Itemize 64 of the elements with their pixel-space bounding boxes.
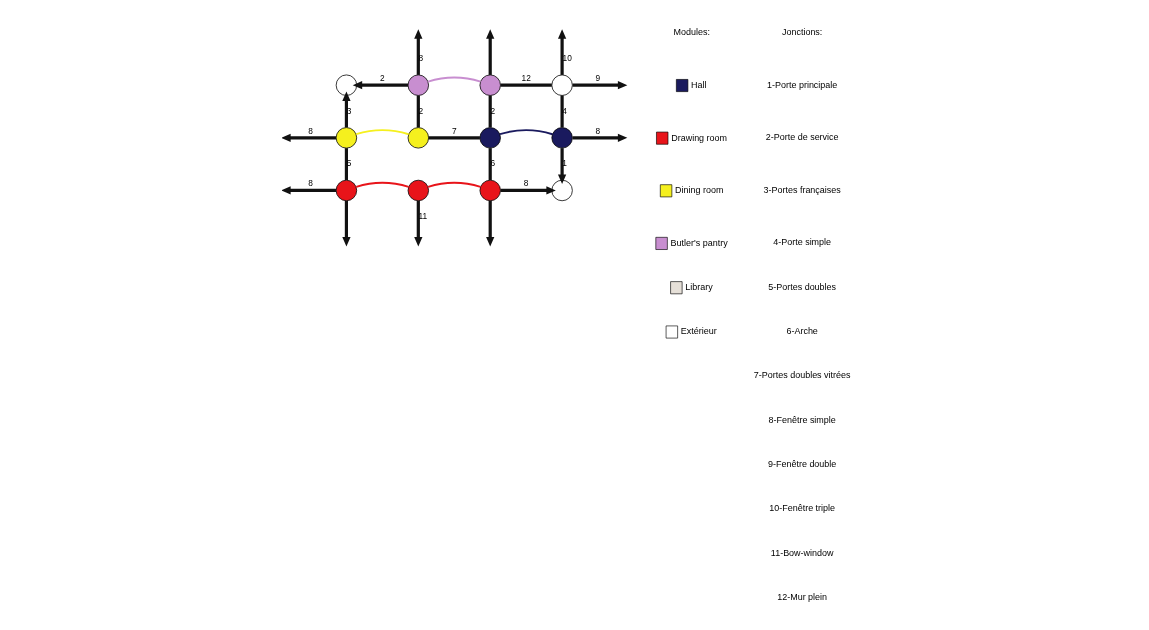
edge-label: 2	[380, 72, 385, 83]
node-circle	[335, 74, 358, 96]
node-circle	[479, 179, 501, 202]
connector	[488, 95, 492, 128]
label: 2-Porte de service	[765, 132, 839, 143]
edge-label: 7	[451, 125, 457, 136]
connector	[488, 148, 492, 181]
node-circle	[407, 127, 429, 149]
label: 3-Portes françaises	[763, 184, 841, 195]
node-circle	[551, 74, 573, 96]
node-circle	[407, 179, 429, 202]
node-circle	[335, 127, 358, 149]
connector	[427, 76, 482, 83]
label: 6-Arche	[786, 326, 818, 337]
connector	[427, 181, 482, 188]
edge-label: 4	[562, 105, 567, 116]
legend-label: Butler's pantry	[670, 237, 728, 248]
connector	[355, 129, 410, 136]
connector	[355, 181, 410, 188]
legend-label: Library	[685, 282, 713, 293]
legend-label: Extérieur	[680, 326, 717, 337]
edge-label: 3	[346, 105, 352, 116]
node-circle	[551, 127, 573, 149]
edge-label: 12	[521, 72, 531, 83]
label: 12-Mur plein	[777, 591, 828, 602]
edge-label: 8	[308, 125, 313, 136]
node-circle	[551, 179, 573, 202]
connector	[344, 148, 349, 181]
edge-label: 2	[418, 105, 424, 116]
connector	[428, 136, 480, 140]
edge-label: 1	[562, 158, 567, 169]
label: 11-Bow-window	[770, 547, 834, 558]
label: Modules:	[673, 26, 710, 37]
edge-label: 8	[418, 53, 424, 64]
edge-label: 6	[490, 158, 496, 169]
edge-label: 2	[490, 105, 496, 116]
edge-label: 8	[523, 178, 529, 189]
node-circle	[479, 74, 501, 96]
label: 8-Fenêtre simple	[768, 414, 836, 425]
node-circle	[335, 179, 358, 202]
connector	[560, 95, 564, 128]
arrow	[557, 148, 567, 185]
arrow	[352, 81, 409, 90]
arrow	[342, 91, 351, 128]
node-circle	[479, 127, 501, 149]
connector	[500, 83, 552, 87]
label: 4-Porte simple	[773, 237, 832, 248]
arrow	[500, 186, 556, 195]
edge-label: 5	[346, 158, 352, 169]
legend-label: Drawing room	[671, 132, 728, 143]
node-circle	[407, 74, 429, 96]
label: 5-Portes doubles	[768, 281, 837, 292]
label: 1-Porte principale	[767, 79, 838, 90]
legend-label: Hall	[691, 79, 707, 90]
label: 7-Portes doubles vitrées	[753, 370, 851, 381]
legend-label: Dining room	[675, 185, 724, 196]
connector	[416, 95, 420, 128]
connector	[499, 129, 554, 136]
edge-label: 8	[595, 125, 601, 136]
edge-label: 8	[308, 178, 313, 189]
label: 9-Fenêtre double	[768, 458, 837, 469]
label: Jonctions:	[781, 26, 823, 37]
edge-label: 9	[595, 72, 601, 83]
label: 10-Fenêtre triple	[769, 503, 836, 514]
